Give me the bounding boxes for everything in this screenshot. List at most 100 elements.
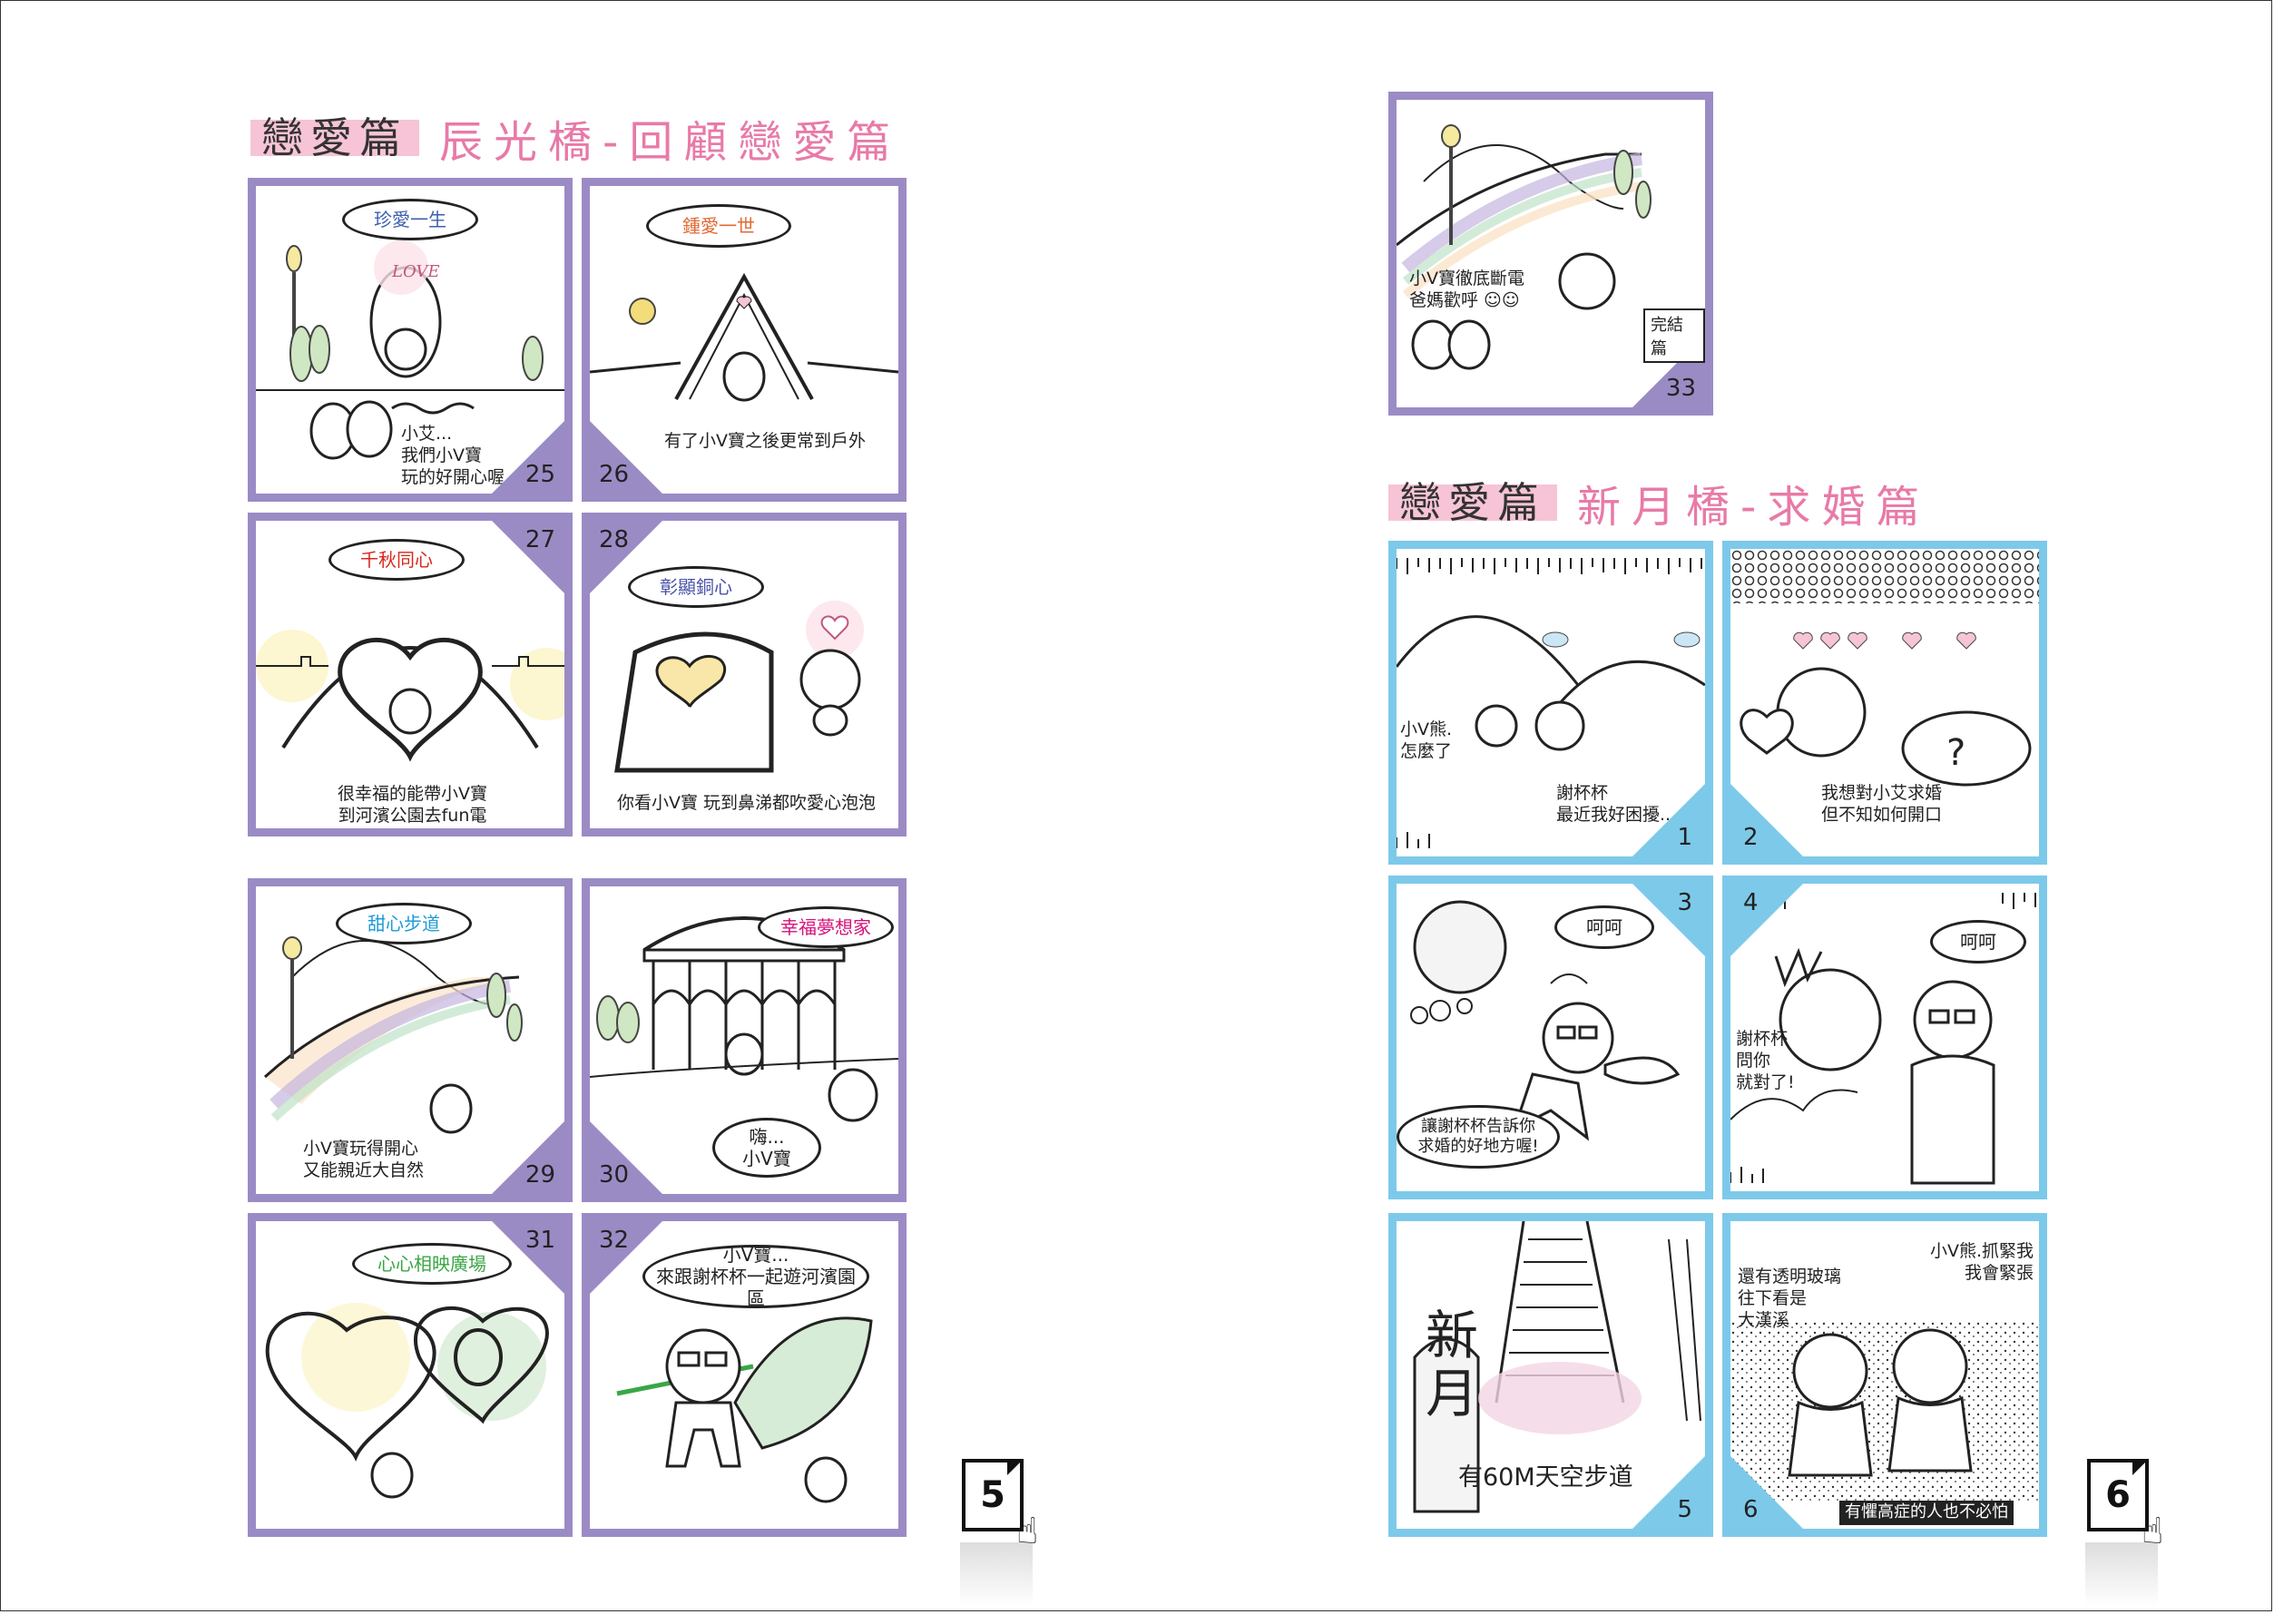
left-section-title: 戀愛篇 辰光橋-回顧戀愛篇 [250,109,902,168]
panel-2-number: 2 [1743,824,1759,851]
panel-5-corner [1632,1456,1705,1529]
panel-29-art [263,936,523,1134]
panel-32-bubble: 小V寶... 來跟謝杯杯一起遊河濱園區 [642,1244,869,1309]
panel-3-bubble: 呵呵 [1554,905,1654,949]
panel-28-number: 28 [599,526,630,553]
page-5-shadow [960,1542,1033,1606]
panel-27-bubble: 千秋同心 [328,539,465,581]
panel-25-art: LOVE [256,240,564,460]
panel-3-corner [1632,884,1705,956]
comic-panel-26: 鍾愛一世 有了小V寶之後更常到戶外 26 [582,178,907,502]
page-number-6-label: 6 [2087,1459,2149,1531]
question-mark: ? [1946,732,1966,774]
panel-28-art [614,601,864,773]
panel-5-number: 5 [1677,1496,1692,1523]
panel-33-caption: 小V寶徹底斷電 爸媽歡呼 ☺☺ [1409,269,1524,310]
panel-27-caption: 很幸福的能帶小V寶 到河濱公園去fun電 [338,784,487,826]
panel-5-art [1413,1221,1701,1513]
panel-3-art [1410,900,1681,1141]
panel-31-number: 31 [524,1227,555,1254]
panel-32-number: 32 [599,1227,630,1254]
panel-28-bubble: 彰顯銅心 [628,566,764,608]
panel-4-corner [1730,884,1803,956]
stone-inscription: 新 月 [1426,1305,1479,1424]
comic-panel-5: 新 月 有60M天空步道 5 [1388,1213,1713,1537]
comic-panel-29: 甜心步道 小V寶玩得開心 又能親近大自然 29 [248,878,573,1202]
panel-25-caption: 小艾... 我們小V寶 玩的好開心喔 [401,424,505,487]
comic-panel-33: 小V寶徹底斷電 爸媽歡呼 ☺☺ 完結篇 33 [1388,92,1713,416]
comic-panel-31: 心心相映廣場 31 [248,1213,573,1537]
panel-1-art [1397,558,1705,848]
panel-28-corner [590,521,662,593]
panel-2-corner [1730,784,1803,856]
panel-31-corner [492,1221,564,1294]
panel-1-number: 1 [1677,824,1692,851]
panel-26-art [590,272,898,402]
comic-panel-28: 彰顯銅心 你看小V寶 玩到鼻涕都吹愛心泡泡 28 [582,513,907,836]
panel-29-number: 29 [524,1161,555,1189]
panel-25-bubble: 珍愛一生 [342,199,478,240]
panel-25-number: 25 [524,461,555,488]
panel-29-caption: 小V寶玩得開心 又能親近大自然 [303,1139,425,1180]
page-fold-icon [2132,1459,2149,1475]
panel-29-corner [492,1121,564,1194]
panel-6-corner [1730,1456,1803,1529]
panel-31-bubble: 心心相映廣場 [352,1243,512,1285]
panel-27-art [256,630,564,762]
panel-33-number: 33 [1665,375,1696,402]
panel-26-caption: 有了小V寶之後更常到戶外 [664,431,866,451]
panel-4-number: 4 [1743,889,1759,916]
panel-32-art [616,1316,873,1503]
panel-25-corner [492,421,564,494]
panel-6-number: 6 [1743,1496,1759,1523]
comic-panel-32: 小V寶... 來跟謝杯杯一起遊河濱園區 32 [582,1213,907,1537]
panel-1-caption-left: 小V熊. 怎麼了 [1400,719,1453,761]
left-title-tag: 戀愛篇 [250,117,419,159]
comic-panel-2: ? 我想對小艾求婚 但不知如何開口 2 [1722,541,2047,865]
comic-panel-25: LOVE 珍愛一生 小艾... 我們小V寶 玩的好開心喔 25 [248,178,573,502]
comic-panel-4: 呵呵 謝杯杯 問你 就對了! 4 [1722,876,2047,1199]
panel-26-bubble: 鍾愛一世 [646,204,791,248]
panel-27-number: 27 [524,526,555,553]
panel-2-art [1730,549,2039,787]
panel-26-number: 26 [599,461,630,488]
right-title-tag: 戀愛篇 [1388,482,1557,523]
panel-1-corner [1632,784,1705,856]
comic-panel-6: 還有透明玻璃 往下看是 大漢溪 小V熊.抓緊我 我會緊張 有懼高症的人也不必怕 … [1722,1213,2047,1537]
comic-panel-30: 幸福夢想家 嗨... 小V寶 30 [582,878,907,1202]
panel-6-caption-left: 還有透明玻璃 往下看是 大漢溪 [1738,1267,1842,1330]
panel-30-corner [590,1121,662,1194]
panel-27-corner [492,521,564,593]
page-fold-icon [1007,1459,1024,1475]
right-section-title: 戀愛篇 新月橋-求婚篇 [1388,474,1930,533]
page-6-shadow [2085,1542,2158,1606]
panel-6-caption-right: 小V熊.抓緊我 我會緊張 [1930,1241,2034,1283]
page-number-6: 6 [2087,1459,2156,1537]
pointer-hand-icon: ☝ [1016,1511,1039,1552]
panel-29-bubble: 甜心步道 [336,903,472,944]
panel-1-caption: 謝杯杯 最近我好困擾.. [1556,783,1671,825]
page-number-5: 5 [962,1459,1031,1537]
panel-31-art [265,1303,549,1499]
panel-4-caption: 謝杯杯 問你 就對了! [1736,1029,1795,1092]
left-title-sub: 辰光橋-回顧戀愛篇 [439,117,902,168]
panel-5-caption: 有60M天空步道 [1458,1463,1633,1492]
comic-panel-1: 小V熊. 怎麼了 謝杯杯 最近我好困擾.. 1 [1388,541,1713,865]
panel-30-bubble-greet: 嗨... 小V寶 [712,1118,821,1178]
panel-6-caption: 有懼高症的人也不必怕 [1839,1501,2014,1525]
panel-30-art [590,916,898,1122]
panel-32-corner [590,1221,662,1294]
comic-panel-27: 千秋同心 很幸福的能帶小V寶 到河濱公園去fun電 27 [248,513,573,836]
panel-3-number: 3 [1677,889,1692,916]
panel-6-art [1730,1321,2039,1502]
love-text: LOVE [391,262,440,281]
panel-30-bubble: 幸福夢想家 [758,906,894,948]
panel-28-caption: 你看小V寶 玩到鼻涕都吹愛心泡泡 [617,793,877,813]
completed-badge: 完結篇 [1643,308,1705,363]
panel-3-bubble-advice: 讓謝杯杯告訴你 求婚的好地方喔! [1397,1105,1560,1169]
comic-panel-3: 呵呵 讓謝杯杯告訴你 求婚的好地方喔! 3 [1388,876,1713,1199]
panel-30-number: 30 [599,1161,630,1189]
panel-26-corner [590,421,662,494]
panel-33-art [1397,124,1652,370]
